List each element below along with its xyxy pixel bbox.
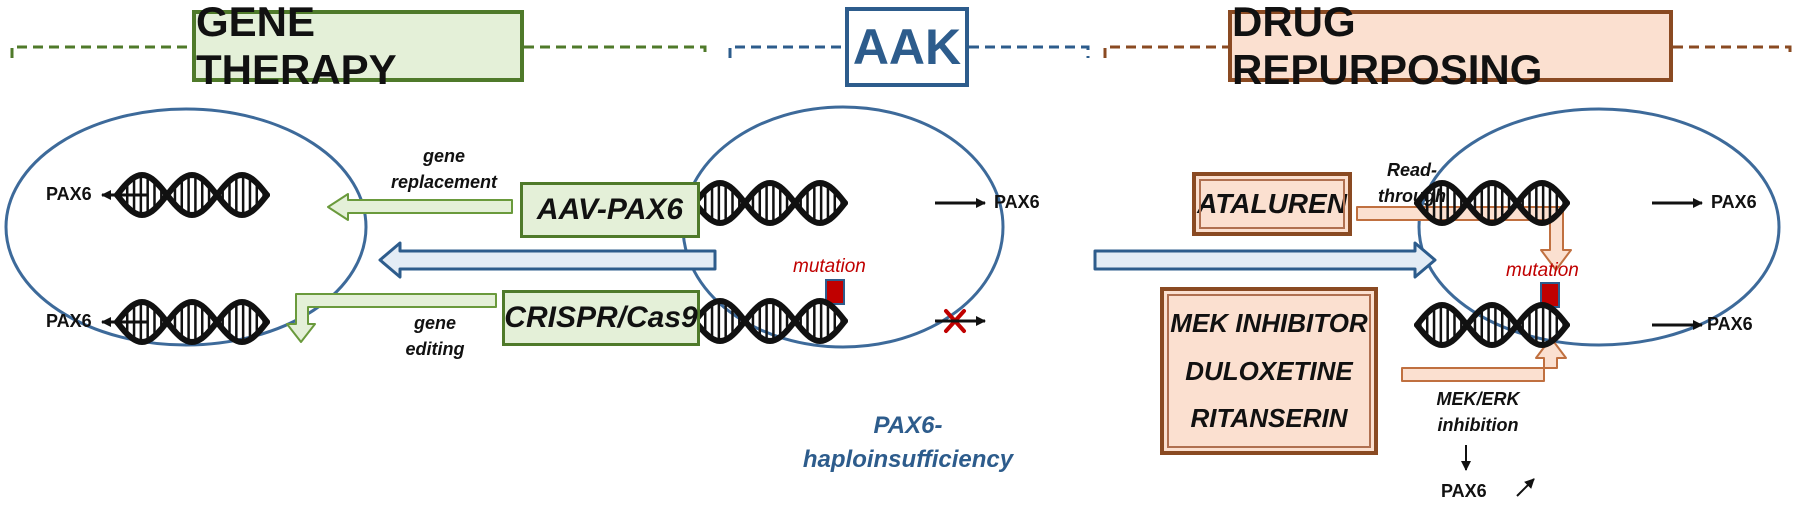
mutation-label-dr: mutation <box>1506 260 1579 281</box>
dna-helix-icon <box>1414 301 1570 349</box>
gene-replacement-line-1: gene <box>422 146 465 166</box>
dna-helices <box>114 171 1570 349</box>
drug-mek-inhibitor: MEK INHIBITOR <box>1170 307 1368 338</box>
caption-line-1: PAX6- <box>873 412 943 439</box>
gene-label-aak: PAX6 <box>994 192 1040 212</box>
gene-therapy-bracket <box>10 45 707 58</box>
arrow-to-gene-therapy <box>378 241 717 279</box>
gene-editing-label: gene editing <box>406 310 465 362</box>
treated-cell-drug-repurposing <box>1417 107 1781 347</box>
gene-label-mek: PAX6 <box>1441 481 1487 501</box>
readthrough-line-1: Read- <box>1386 160 1438 180</box>
aak-title: AAK <box>845 7 969 87</box>
aak-bracket <box>728 45 1090 58</box>
mutation-marker-icon <box>825 279 845 305</box>
arrow-to-drug-repurposing <box>1093 241 1437 279</box>
drug-duloxetine: DULOXETINE <box>1185 355 1353 386</box>
gene-editing-line-2: editing <box>405 339 465 359</box>
dna-helix-icon <box>114 298 270 346</box>
dna-helix-icon <box>692 179 848 227</box>
dna-helix-icon <box>114 171 270 219</box>
gene-label-dr-bottom: PAX6 <box>1707 314 1753 334</box>
gene-label-gt-top: PAX6 <box>46 184 92 204</box>
drug-ritanserin: RITANSERIN <box>1190 403 1348 434</box>
drug-repurposing-bracket <box>1103 45 1792 58</box>
ataluren-box: ATALUREN <box>1192 172 1352 236</box>
caption-line-2: haploinsufficiency <box>802 446 1014 473</box>
pax6-up-arrow <box>1516 478 1535 497</box>
mek-erk-line-2: inhibition <box>1437 415 1519 435</box>
gene-replacement-line-2: replacement <box>390 172 498 192</box>
gene-editing-line-1: gene <box>413 313 456 333</box>
gene-therapy-title: GENE THERAPY <box>192 0 524 93</box>
gene-label-gt-bottom: PAX6 <box>46 311 92 331</box>
crispr-cas9-box: CRISPR/Cas9 <box>502 290 700 346</box>
mek-erk-arrow <box>1401 337 1567 382</box>
mutation-label-aak: mutation <box>793 256 866 277</box>
drug-repurposing-title: DRUG REPURPOSING <box>1228 0 1673 93</box>
treated-cell-gene-therapy <box>4 107 368 347</box>
dna-helix-icon <box>692 297 848 345</box>
gene-label-dr-top: PAX6 <box>1711 192 1757 212</box>
readthrough-line-2: through <box>1378 186 1446 206</box>
mek-erk-label: MEK/ERK inhibition <box>1436 386 1519 438</box>
gene-replacement-arrow <box>327 193 513 221</box>
aav-pax6-box: AAV-PAX6 <box>520 182 700 238</box>
aak-cell <box>681 105 1005 349</box>
readthrough-label: Read- through <box>1378 157 1446 209</box>
dna-helix-icon <box>1414 179 1570 227</box>
gene-replacement-label: gene replacement <box>391 143 497 195</box>
drug-list-box: MEK INHIBITOR DULOXETINE RITANSERIN <box>1160 287 1378 455</box>
haploinsufficiency-caption: PAX6- haploinsufficiency <box>803 409 1013 477</box>
gene-editing-arrow <box>286 293 497 343</box>
mek-erk-line-1: MEK/ERK <box>1436 389 1520 409</box>
